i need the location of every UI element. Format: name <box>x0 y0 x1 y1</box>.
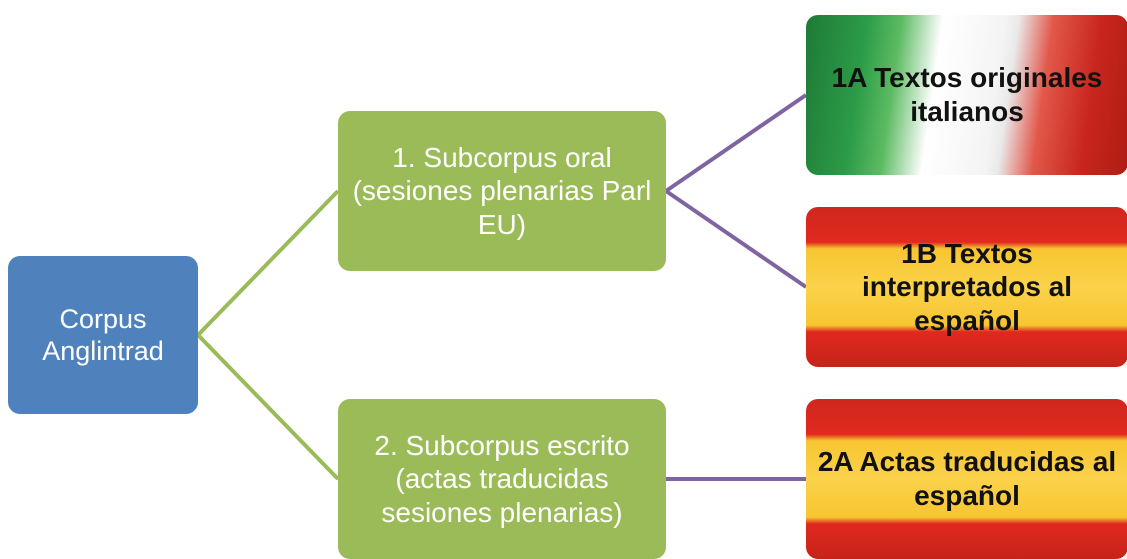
leaf-1a-node-italian-flag: 1A Textos originales italianos <box>806 15 1127 175</box>
subcorpus-escrito-label: 2. Subcorpus escrito (actas traducidas s… <box>374 429 630 528</box>
connector-root-to-oral <box>196 189 340 337</box>
subcorpus-oral-node: 1. Subcorpus oral (sesiones plenarias Pa… <box>338 111 666 271</box>
leaf-1b-node-spanish-flag: 1B Textos interpretados al español <box>806 207 1127 367</box>
leaf-2a-label: 2A Actas traducidas al español <box>817 446 1117 511</box>
connector-root-to-escrito <box>196 333 340 481</box>
root-node-corpus: Corpus Anglintrad <box>8 256 198 414</box>
root-node-label: Corpus Anglintrad <box>42 303 164 366</box>
leaf-1a-label: 1A Textos originales italianos <box>831 62 1103 127</box>
subcorpus-escrito-node: 2. Subcorpus escrito (actas traducidas s… <box>338 399 666 559</box>
leaf-2a-node-spanish-flag: 2A Actas traducidas al español <box>806 399 1127 559</box>
leaf-1b-label: 1B Textos interpretados al español <box>861 237 1073 336</box>
subcorpus-oral-label: 1. Subcorpus oral (sesiones plenarias Pa… <box>352 141 652 240</box>
connector-oral-to-1b <box>664 189 808 289</box>
connector-oral-to-1a <box>664 93 808 193</box>
